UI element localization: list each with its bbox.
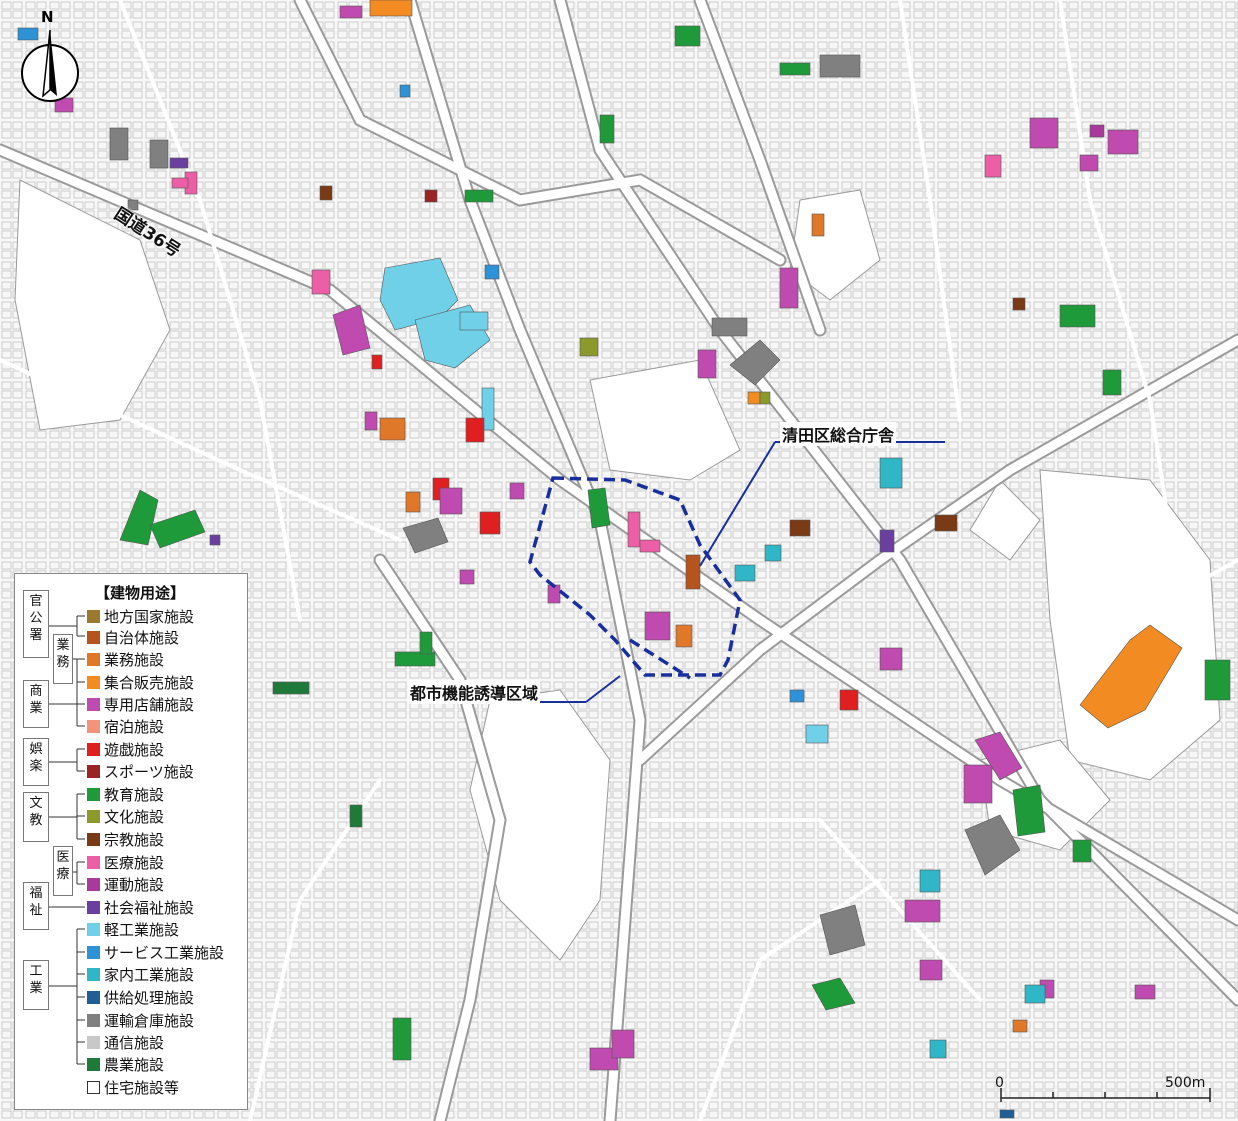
- legend-item-label: 教育施設: [104, 785, 165, 804]
- legend-item-label: サービス工業施設: [104, 943, 225, 962]
- legend-item: 住宅施設等: [87, 1076, 179, 1098]
- legend-item-label: 通信施設: [104, 1033, 165, 1052]
- legend-item: 自治体施設: [87, 626, 179, 648]
- legend-title: 【建物用途】: [95, 584, 186, 602]
- legend-item-label: スポーツ施設: [104, 762, 194, 781]
- group-business: 業務: [53, 634, 73, 684]
- group-government: 官公署: [23, 590, 49, 658]
- legend-item: 教育施設: [87, 783, 164, 805]
- legend-swatch: [87, 609, 100, 623]
- guidance-zone: [528, 476, 742, 680]
- legend-item-label: 供給処理施設: [104, 988, 195, 1007]
- scale-zero-label: 0: [995, 1075, 1004, 1091]
- legend-item-label: 運輸倉庫施設: [104, 1011, 195, 1030]
- legend-swatch: [87, 945, 100, 959]
- legend-item: 地方国家施設: [87, 605, 194, 627]
- group-label: 娯楽: [29, 742, 43, 774]
- legend-swatch: [87, 900, 100, 914]
- legend-item: 文化施設: [87, 805, 164, 827]
- north-arrow: [21, 29, 79, 102]
- legend-item-label: 専用店舗施設: [104, 695, 195, 714]
- group-label: 商業: [29, 684, 43, 716]
- legend-item: 家内工業施設: [87, 963, 194, 985]
- legend-item-label: 農業施設: [104, 1055, 165, 1074]
- scale-bar: [1000, 1088, 1211, 1102]
- legend-item-label: 業務施設: [104, 650, 165, 669]
- group-education: 文教: [23, 792, 49, 842]
- group-entertainment: 娯楽: [23, 738, 49, 786]
- legend-item-label: 家内工業施設: [104, 965, 195, 984]
- legend-item: 集合販売施設: [87, 671, 194, 693]
- legend-swatch: [87, 990, 100, 1004]
- legend-item-label: 軽工業施設: [104, 920, 180, 939]
- group-welfare: 福祉: [23, 882, 49, 930]
- legend-swatch: [87, 855, 100, 869]
- legend-item: サービス工業施設: [87, 941, 224, 963]
- legend-swatch: [87, 719, 100, 733]
- legend-item: 運輸倉庫施設: [87, 1009, 194, 1031]
- legend-swatch: [87, 1080, 100, 1094]
- legend-item: 遊戯施設: [87, 738, 164, 760]
- scale-end-label: 500m: [1165, 1075, 1206, 1091]
- legend-swatch: [87, 764, 100, 778]
- legend-item-label: 運動施設: [104, 875, 165, 894]
- group-label: 官公署: [29, 594, 43, 643]
- legend-swatch: [87, 967, 100, 981]
- legend-swatch: [87, 877, 100, 891]
- legend-item: 運動施設: [87, 873, 164, 895]
- legend-item-label: 社会福祉施設: [104, 898, 195, 917]
- legend-swatch: [87, 697, 100, 711]
- group-label: 文教: [29, 796, 43, 828]
- legend-item: 通信施設: [87, 1031, 164, 1053]
- open-spaces: [14, 179, 1221, 961]
- group-label: 業務: [56, 638, 70, 670]
- legend: 【建物用途】 官公署 業務 商業 娯楽 文教 医療 福祉 工業 地方国家施設 自…: [14, 573, 248, 1110]
- legend-swatch: [87, 630, 100, 644]
- group-medical: 医療: [53, 846, 73, 896]
- legend-item: 農業施設: [87, 1053, 164, 1075]
- legend-item-label: 遊戯施設: [104, 740, 165, 759]
- legend-swatch: [87, 832, 100, 846]
- legend-item: 社会福祉施設: [87, 896, 194, 918]
- group-commerce: 商業: [23, 680, 49, 728]
- legend-item-label: 住宅施設等: [104, 1078, 180, 1097]
- legend-item: 専用店舗施設: [87, 693, 194, 715]
- buildings: [17, 0, 1231, 1119]
- legend-item: 医療施設: [87, 851, 164, 873]
- group-label: 福祉: [29, 886, 43, 918]
- legend-item-label: 地方国家施設: [104, 607, 195, 626]
- legend-item: スポーツ施設: [87, 760, 194, 782]
- legend-swatch: [87, 675, 100, 689]
- group-label: 医療: [56, 850, 70, 882]
- legend-swatch: [87, 652, 100, 666]
- legend-swatch: [87, 787, 100, 801]
- legend-swatch: [87, 1057, 100, 1071]
- legend-item: 供給処理施設: [87, 986, 194, 1008]
- legend-swatch: [87, 1035, 100, 1049]
- legend-item: 軽工業施設: [87, 918, 179, 940]
- north-label: N: [41, 8, 54, 26]
- legend-swatch: [87, 742, 100, 756]
- legend-item-label: 医療施設: [104, 853, 165, 872]
- legend-item-label: 文化施設: [104, 807, 165, 826]
- legend-connectors: [49, 615, 85, 1065]
- legend-item-label: 宗教施設: [104, 830, 165, 849]
- group-industry: 工業: [23, 960, 49, 1010]
- legend-item: 業務施設: [87, 648, 164, 670]
- legend-item-label: 宿泊施設: [104, 717, 165, 736]
- zone-label: 都市機能誘導区域: [408, 680, 541, 704]
- legend-item: 宗教施設: [87, 828, 164, 850]
- legend-swatch: [87, 809, 100, 823]
- legend-item-label: 自治体施設: [104, 628, 180, 647]
- legend-item-label: 集合販売施設: [104, 673, 195, 692]
- group-label: 工業: [29, 964, 43, 996]
- legend-swatch: [87, 1013, 100, 1027]
- legend-item: 宿泊施設: [87, 715, 164, 737]
- office-label: 清田区総合庁舎: [780, 422, 897, 446]
- legend-swatch: [87, 922, 100, 936]
